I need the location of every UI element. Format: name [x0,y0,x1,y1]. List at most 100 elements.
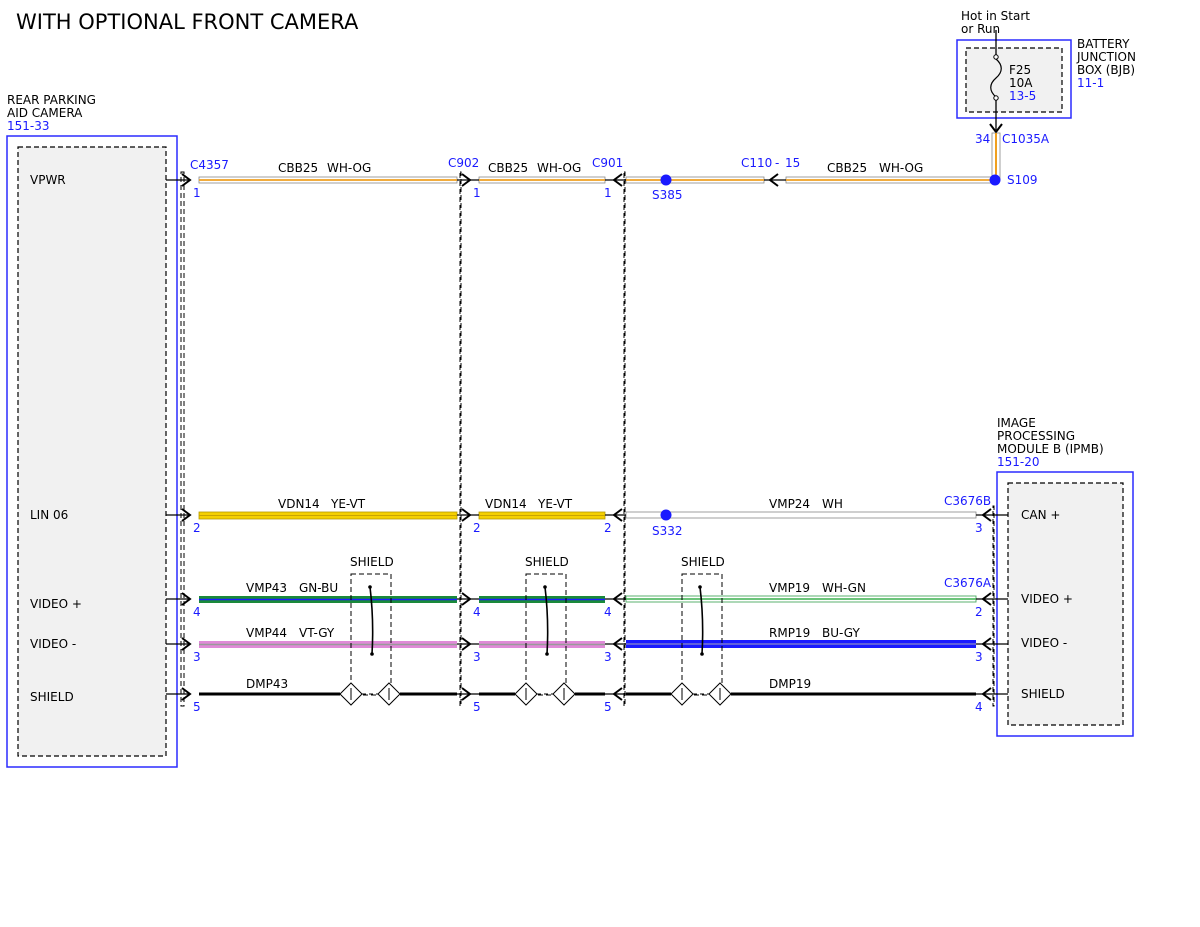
splice-s109 [989,174,1001,186]
wire-vpwr-b-circuit: CBB25 [488,161,528,175]
connector-c901: C901 [592,156,623,170]
ipmb-ref: 151-20 [997,455,1040,469]
wire-vpwr-a-circuit: CBB25 [278,161,318,175]
c3676a-pin-3: 3 [975,650,983,664]
connector-c110-pin: 15 [785,156,800,170]
connector-c4357: C4357 [190,158,229,172]
wire-vpwr-segment-b [478,176,606,184]
c901-pin-1: 1 [604,186,612,200]
hot-label-1: Hot in Start [961,9,1030,23]
wire-lin-segment-a [166,511,458,520]
c902-pin-5: 5 [473,700,481,714]
c901-pin-2: 2 [604,521,612,535]
camera-pin-vpwr: VPWR [30,173,66,187]
bjb-inner [965,47,1063,113]
wire-vpwr-c-circuit: CBB25 [827,161,867,175]
ipmb-pin-video-plus: VIDEO + [1021,592,1073,606]
rear-camera-inner [17,146,167,757]
connector-c110: C110 [741,156,772,170]
shield-enclosure-a [339,573,401,706]
c4357-outline [180,171,185,707]
bjb-pin-number: 34 [975,132,990,146]
c901-pin-4: 4 [604,605,612,619]
wire-video-minus-segment-c [626,640,976,648]
splice-s109-label: S109 [1007,173,1038,187]
splice-s332 [660,509,672,521]
fuse-icon [989,30,1003,134]
shield-enclosure-b [514,573,576,706]
hot-label-2: or Run [961,22,1000,36]
c902-pin-2: 2 [473,521,481,535]
ipmb-label-line1: IMAGE [997,416,1036,430]
ipmb-label-line2: PROCESSING [997,429,1075,443]
wire-lin-a-circuit: VDN14 [278,497,320,511]
bjb-label-line3: BOX (BJB) [1077,63,1135,77]
wire-lin-b-circuit: VDN14 [485,497,527,511]
c4357-pin-4: 4 [193,605,201,619]
c4357-pin-3: 3 [193,650,201,664]
camera-pin-lin06: LIN 06 [30,508,68,522]
wire-vp-a-color: GN-BU [299,581,338,595]
c4357-pin-5: 5 [193,700,201,714]
wire-lin-b-color: YE-VT [537,497,573,511]
ipmb-pin-video-minus: VIDEO - [1021,636,1067,650]
shield-enclosure-c [670,573,732,706]
ipmb-inner [1007,482,1124,726]
camera-pin-video-plus: VIDEO + [30,597,82,611]
wire-vpwr-c-color: WH-OG [879,161,923,175]
wire-vm-c-circuit: RMP19 [769,626,810,640]
c901-outline [623,171,626,707]
connector-c902: C902 [448,156,479,170]
camera-pin-shield: SHIELD [30,690,74,704]
shield-label-a: SHIELD [350,555,394,569]
wire-vm-a-color: VT-GY [299,626,335,640]
fuse-ref: 13-5 [1009,89,1036,103]
connector-c3676a: C3676A [944,576,992,590]
wire-can-c-circuit: VMP24 [769,497,810,511]
wire-vp-c-circuit: VMP19 [769,581,810,595]
c902-pin-1: 1 [473,186,481,200]
c3676b-pin-3: 3 [975,521,983,535]
shield-label-c: SHIELD [681,555,725,569]
fuse-label: F25 [1009,63,1031,77]
pin-chevron-icons [181,173,992,701]
ipmb-pin-can-plus: CAN + [1021,508,1060,522]
connector-c3676b: C3676B [944,494,991,508]
c3676a-pin-2: 2 [975,605,983,619]
c901-pin-5: 5 [604,700,612,714]
camera-label-line2: AID CAMERA [7,106,83,120]
splice-s332-label: S332 [652,524,683,538]
c3676a-pin-4: 4 [975,700,983,714]
wire-vm-a-circuit: VMP44 [246,626,287,640]
wire-vpwr-segment-a [166,176,458,184]
wire-video-plus-segment-c [625,595,977,603]
shield-label-b: SHIELD [525,555,569,569]
wire-vpwr-segment-c [625,176,995,184]
c4357-pin-1: 1 [193,186,201,200]
splice-s385 [660,174,672,186]
ipmb-label-line3: MODULE B (IPMB) [997,442,1104,456]
c902-pin-3: 3 [473,650,481,664]
bjb-label-line2: JUNCTION [1076,50,1136,64]
wire-lin-segment-b [478,511,606,520]
wire-video-plus-segment-a [166,596,457,603]
bjb-ref: 11-1 [1077,76,1104,90]
splice-s385-label: S385 [652,188,683,202]
camera-pin-video-minus: VIDEO - [30,637,76,651]
c4357-pin-2: 2 [193,521,201,535]
c3676-outline [992,505,995,707]
connector-c110-dash: - [775,156,779,170]
bjb-label-line1: BATTERY [1077,37,1130,51]
c902-outline [459,171,462,707]
c902-pin-4: 4 [473,605,481,619]
camera-ref: 151-33 [7,119,50,133]
wire-vpwr-b-color: WH-OG [537,161,581,175]
c901-pin-3: 3 [604,650,612,664]
wire-can-c-color: WH [822,497,843,511]
ipmb-pin-shield: SHIELD [1021,687,1065,701]
wire-sh-a-circuit: DMP43 [246,677,288,691]
wire-vp-c-color: WH-GN [822,581,866,595]
wire-vm-c-color: BU-GY [822,626,860,640]
bjb-connector: C1035A [1002,132,1050,146]
